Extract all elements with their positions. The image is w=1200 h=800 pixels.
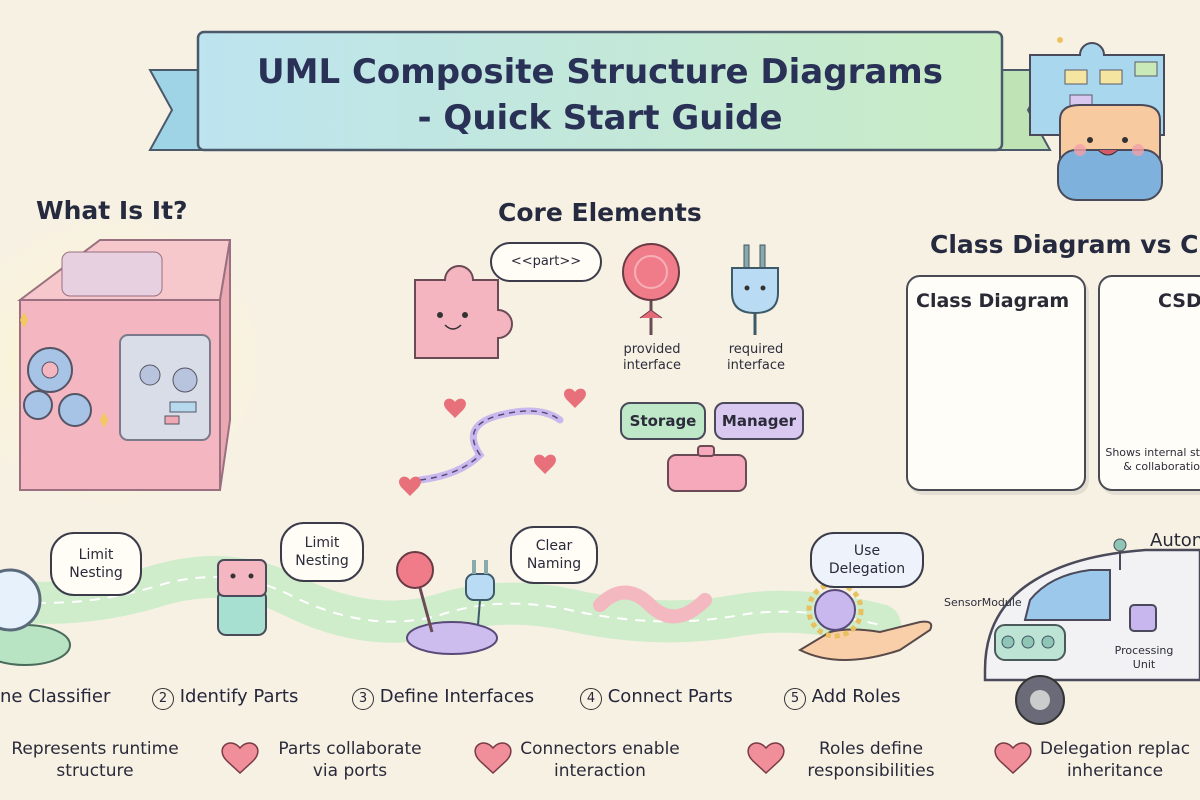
step-2-label: Identify Parts [179,686,299,707]
csd-card [1098,275,1200,491]
benefit-2-line1: Parts collaborate [278,739,422,759]
step-5: 5 Add Roles [784,686,900,710]
provided-interface-label: provided interface [612,342,692,374]
tip-bubble-limit-nesting-2: Limit Nesting [280,522,364,582]
required-interface-line1: required [728,342,784,357]
tip-bubble-4-line2: Delegation [828,561,906,577]
step-4-label: Connect Parts [607,686,733,707]
class-diagram-card [906,275,1086,491]
benefit-1-line2: structure [56,761,134,781]
tip-bubble-4-line1: Use [853,543,881,559]
tip-bubble-2-line2: Nesting [295,553,349,569]
interfaces-duo-icon [396,551,498,655]
benefit-3-line2: interaction [554,761,646,781]
section-heading-core-elements: Core Elements [498,198,702,227]
magnifier-icon [0,568,71,666]
processing-unit-line1: Processing [1114,644,1174,657]
benefit-3: Connectors enable interaction [510,738,690,782]
step-2: 2 Identify Parts [152,686,298,710]
required-interface-icon [731,244,779,335]
csd-caption: Shows internal st & collaboratio [1096,446,1200,474]
benefit-1: Represents runtime structure [0,738,190,782]
component-tag-icon [667,445,747,492]
storage-part: Storage [620,402,706,440]
page-subtitle: - Quick Start Guide [417,98,783,138]
provided-interface-line1: provided [623,342,681,357]
page-title: UML Composite Structure Diagrams [257,52,943,92]
part-puzzle-icon [414,265,513,359]
autonomous-car-heading: Autono [1150,530,1200,551]
benefit-5-line1: Delegation replac [1039,739,1191,759]
manager-label: Manager [721,412,797,430]
benefit-5: Delegation replac inheritance [1030,738,1200,782]
connector-worm-icon [593,585,712,624]
step-2-number-badge: 2 [152,688,174,710]
tip-bubble-use-delegation: Use Delegation [810,532,924,588]
tip-bubble-clear-naming: Clear Naming [510,526,598,584]
connector-squiggle-icon [416,407,564,484]
puzzle-mascot-icon [1029,37,1165,201]
benefit-4-line2: responsibilities [807,761,935,781]
composite-cube-icon [0,210,270,510]
csd-caption-line1: Shows internal st [1105,446,1200,459]
csd-caption-line2: & collaboratio [1123,460,1200,473]
benefit-3-line1: Connectors enable [520,739,680,759]
part-stereotype-label: <<part>> [510,254,582,269]
puzzle-character-icon [217,559,267,636]
heart-icon [399,388,586,496]
benefit-2-line2: via ports [312,761,388,781]
tip-bubble-3-line2: Naming [526,556,582,572]
tip-bubble-1-line2: Nesting [69,565,123,581]
processing-unit-label: Processing Unit [1112,644,1176,672]
delegation-hand-icon [797,581,933,661]
class-diagram-title: Class Diagram [916,290,1070,312]
provided-interface-line2: interface [623,358,681,373]
required-interface-label: required interface [716,342,796,374]
autonomous-car-icon [983,538,1200,725]
processing-unit-line2: Unit [1132,658,1156,671]
tip-bubble-2-line1: Limit [304,535,340,551]
csd-title: CSD [1158,290,1200,312]
tip-bubble-3-line1: Clear [535,538,573,554]
step-4: 4 Connect Parts [580,686,733,710]
step-3-label: Define Interfaces [379,686,535,707]
part-stereotype-bubble: <<part>> [490,242,602,282]
section-heading-what-is-it: What Is It? [36,196,188,225]
step-1-label: ne Classifier [0,686,111,707]
storage-label: Storage [629,412,697,430]
step-3: 3 Define Interfaces [352,686,534,710]
provided-interface-icon [622,243,680,335]
step-5-number-badge: 5 [784,688,806,710]
benefit-heart-icon [221,742,1032,775]
step-3-number-badge: 3 [352,688,374,710]
journey-path [0,556,901,646]
benefit-4-line1: Roles define [818,739,924,759]
step-4-number-badge: 4 [580,688,602,710]
manager-part: Manager [714,402,804,440]
benefit-1-line1: Represents runtime [11,739,179,759]
step-5-label: Add Roles [811,686,901,707]
benefit-4: Roles define responsibilities [786,738,956,782]
tip-bubble-limit-nesting-1: Limit Nesting [50,532,142,596]
tip-bubble-1-line1: Limit [78,547,114,563]
benefit-2: Parts collaborate via ports [260,738,440,782]
required-interface-line2: interface [727,358,785,373]
section-heading-comparison: Class Diagram vs CSD [930,230,1200,259]
sensor-module-label: SensorModule [944,596,1022,609]
step-1: ne Classifier [0,686,110,707]
benefit-5-line2: inheritance [1066,761,1164,781]
